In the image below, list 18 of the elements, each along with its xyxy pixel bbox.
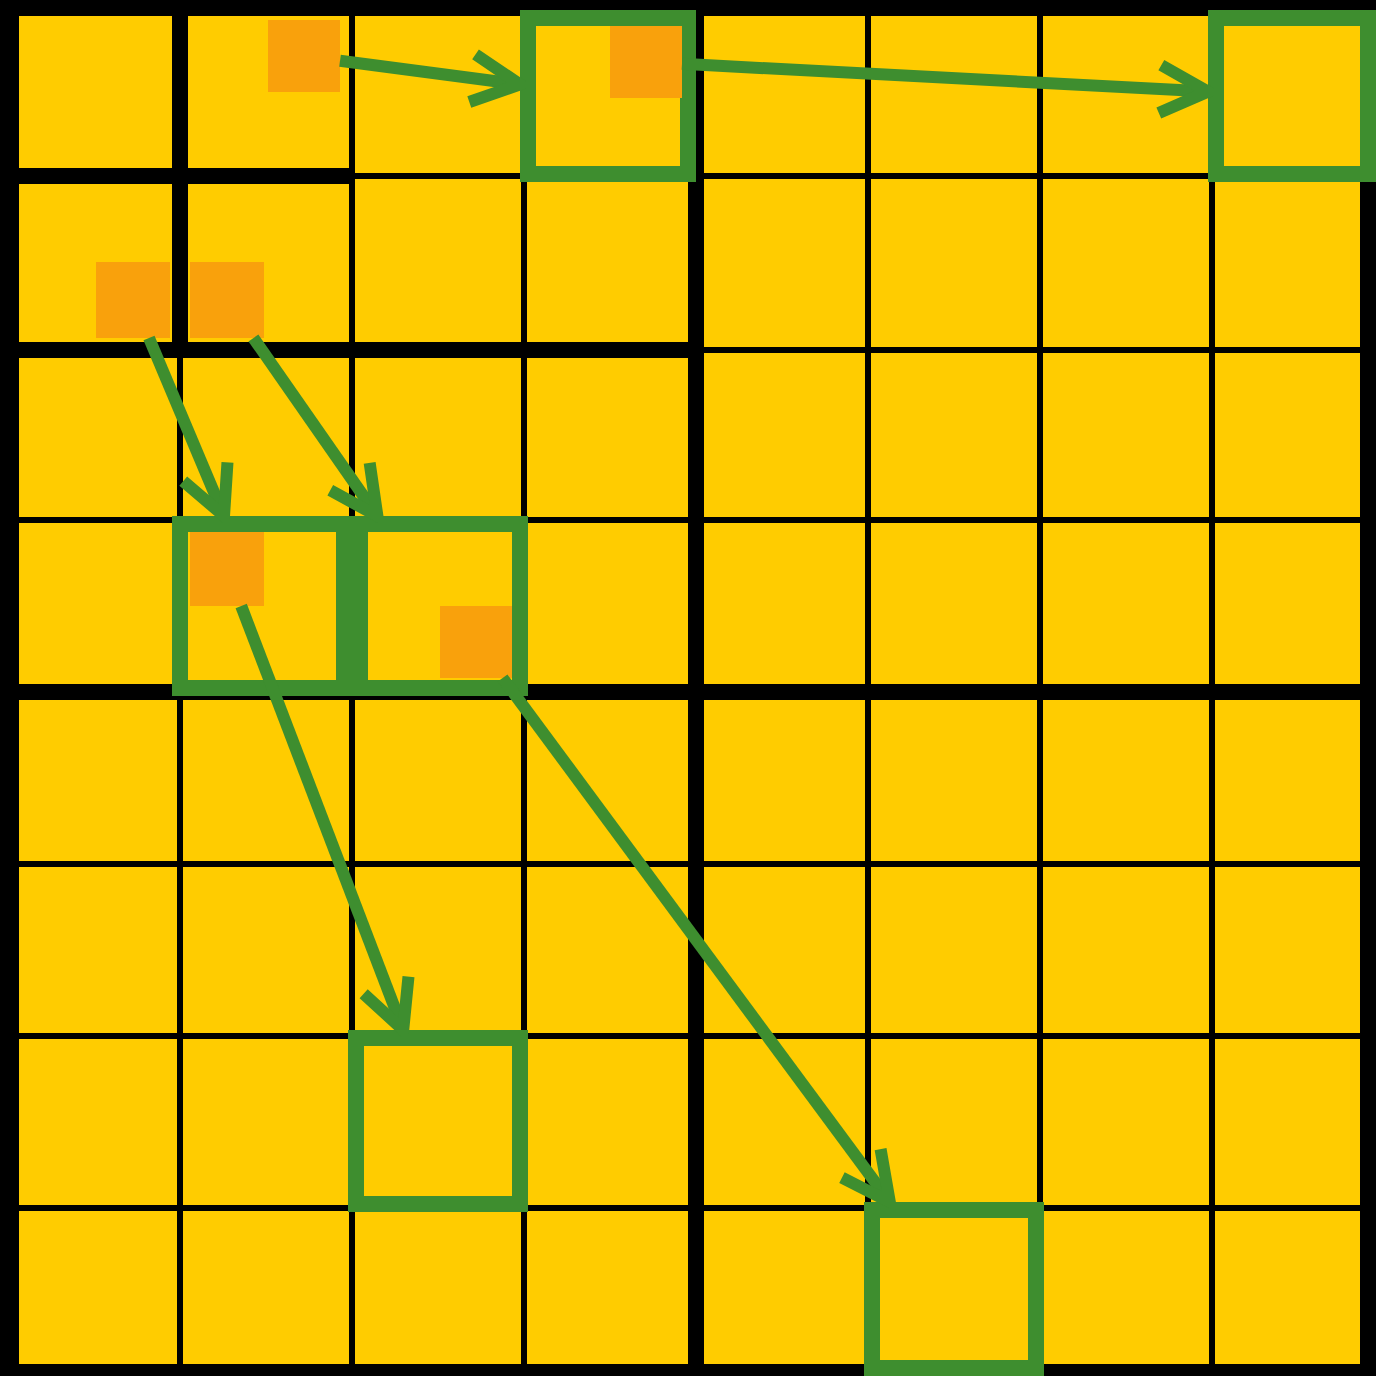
marker-square xyxy=(610,26,682,98)
marker-square xyxy=(268,20,340,92)
arrow xyxy=(497,674,896,1208)
highlighted-cell xyxy=(352,516,528,696)
highlighted-cell xyxy=(520,10,696,182)
highlighted-cell xyxy=(864,1202,1044,1376)
marker-square xyxy=(190,532,264,606)
arrow xyxy=(681,57,1214,120)
marker-square xyxy=(440,606,512,678)
arrow xyxy=(339,48,526,108)
marker-square xyxy=(96,262,170,338)
arrow xyxy=(235,603,415,1036)
arrow xyxy=(143,335,234,522)
highlighted-cell xyxy=(348,1030,528,1212)
marker-square xyxy=(190,262,264,338)
arrow xyxy=(248,334,384,522)
highlighted-cell xyxy=(172,516,352,696)
highlighted-cell xyxy=(1208,10,1376,182)
